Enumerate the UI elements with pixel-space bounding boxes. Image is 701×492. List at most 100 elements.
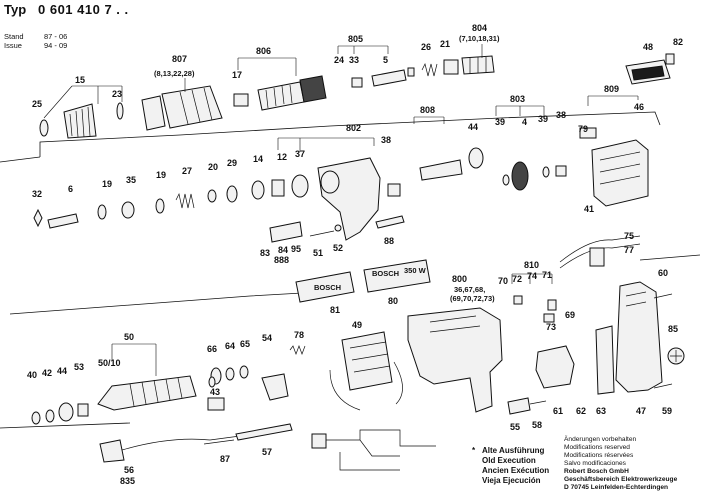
spring-74 (547, 299, 557, 311)
armature-50 (97, 375, 197, 411)
callout-20: 20 (208, 162, 218, 172)
legend-star: * (472, 446, 476, 455)
callout-75: 75 (624, 231, 634, 241)
callout-19b: 19 (156, 170, 166, 180)
row3-callouts: 75 77 810 72 74 71 70 800 36,67,68, (69,… (330, 231, 668, 332)
motor-housing-800 (407, 307, 503, 413)
footer-line-1: Änderungen vorbehalten (564, 436, 637, 443)
switch-61 (535, 345, 575, 389)
nut-32 (33, 208, 43, 228)
right-frame-line (639, 254, 701, 261)
execution-legend: * Alte Ausführung Old Execution Ancien E… (472, 446, 562, 490)
row4-callouts: 78 49 50 50/10 66 64 65 54 40 42 44 53 4… (27, 320, 678, 486)
ring-42 (45, 409, 55, 423)
chuck-804 (443, 55, 495, 75)
bearing-44b (58, 402, 74, 422)
footer-company: Robert Bosch GmbH (564, 468, 629, 475)
capacitor-63 (595, 325, 615, 395)
ring-19 (97, 204, 107, 220)
legend-line-de: Alte Ausführung (482, 446, 545, 455)
callout-70: 70 (498, 276, 508, 286)
issue-value: 94 - 09 (44, 41, 68, 50)
stand-label: Stand (4, 32, 24, 41)
leader-805 (337, 45, 389, 54)
leader-802 (277, 137, 375, 152)
callout-44b: 44 (57, 366, 67, 376)
leader-803 (495, 105, 545, 116)
legend-line-es: Vieja Ejecución (482, 476, 541, 485)
callout-810: 810 (524, 260, 539, 270)
callout-4: 4 (522, 117, 527, 127)
part-12 (271, 179, 285, 197)
callout-64: 64 (225, 341, 235, 351)
terminal-55 (507, 397, 531, 415)
callout-66: 66 (207, 344, 217, 354)
cable-75 (559, 235, 641, 263)
drawing-header: Typ 0 601 410 7 . . Stand 87 - 06 Issue … (4, 2, 204, 52)
callout-835: 835 (120, 476, 135, 486)
callout-52: 52 (333, 243, 343, 253)
spring-26 (421, 62, 438, 77)
footer-line-4: Salvo modificaciones (564, 460, 626, 467)
legend-line-fr: Ancien Exécution (482, 466, 550, 475)
switch-48 (625, 53, 675, 85)
callout-48: 48 (643, 42, 653, 52)
housing-bore (320, 170, 340, 194)
callout-62: 62 (576, 406, 586, 416)
wiring-diagram (326, 429, 436, 471)
callout-46: 46 (634, 102, 644, 112)
callout-14: 14 (253, 154, 263, 164)
cord-plug-56 (99, 439, 125, 463)
callout-71: 71 (542, 270, 552, 280)
type-number: 0 601 410 7 . . (38, 2, 129, 17)
callout-87: 87 (220, 454, 230, 464)
spring-27 (175, 192, 195, 209)
callout-6: 6 (68, 184, 73, 194)
cord-sleeve-57 (235, 423, 293, 441)
callout-69: 69 (565, 310, 575, 320)
clip-72 (513, 295, 523, 305)
callout-54: 54 (262, 333, 272, 343)
callout-23: 23 (112, 89, 122, 99)
power-cord (121, 435, 241, 451)
callout-55: 55 (510, 422, 520, 432)
callout-77: 77 (624, 245, 634, 255)
screw-51 (309, 230, 335, 237)
callout-79: 79 (578, 124, 588, 134)
callout-32: 32 (32, 189, 42, 199)
field-leads (329, 361, 403, 411)
callout-50: 50 (124, 332, 134, 342)
callout-65: 65 (240, 339, 250, 349)
spindle-parts-805 (351, 67, 415, 88)
field-coil-49 (341, 331, 393, 391)
nameplate-81-brand: BOSCH (314, 283, 341, 292)
footer-line-2: Modifications reserved (564, 444, 630, 451)
callout-35: 35 (126, 175, 136, 185)
spindle-6 (47, 213, 79, 229)
callout-41: 41 (584, 204, 594, 214)
leader-50 (111, 343, 157, 376)
front-cap-assembly (39, 102, 124, 139)
callout-38b: 38 (556, 110, 566, 120)
wiring-motor-symbol (311, 433, 327, 449)
callout-24: 24 (334, 55, 344, 65)
ring-39b (542, 166, 550, 178)
callout-805: 805 (348, 34, 363, 44)
callout-42: 42 (42, 368, 52, 378)
leader-810 (511, 273, 553, 284)
callout-88: 88 (384, 236, 394, 246)
callout-61: 61 (553, 406, 563, 416)
screw-59 (653, 383, 673, 389)
callout-800: 800 (452, 274, 467, 284)
callout-808: 808 (420, 105, 435, 115)
callout-60: 60 (658, 268, 668, 278)
callout-800-sub2: (69,70,72,73) (450, 294, 495, 303)
callout-38a: 38 (381, 135, 391, 145)
issue-label: Issue (4, 41, 22, 50)
callout-72: 72 (512, 274, 522, 284)
callout-12: 12 (277, 152, 287, 162)
callout-26: 26 (421, 42, 431, 52)
washer-65 (239, 365, 249, 379)
gear-cover-809 (591, 139, 649, 207)
upper-frame-left (0, 156, 41, 163)
